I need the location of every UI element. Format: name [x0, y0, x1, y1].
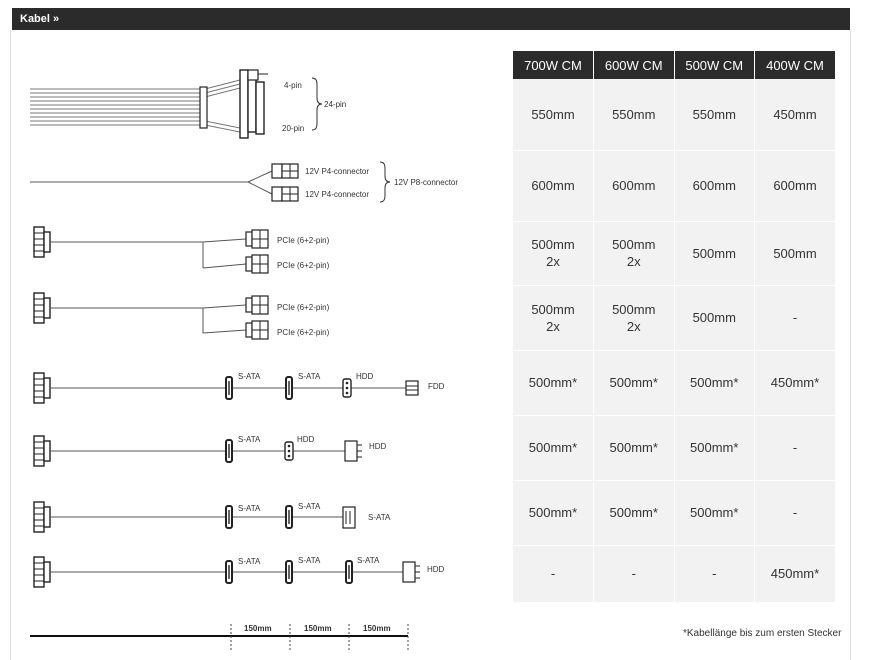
- table-cell: 500mm*: [593, 350, 675, 416]
- column-header-400w: 400W CM: [754, 51, 835, 79]
- table-cell: 450mm*: [754, 545, 835, 603]
- table-cell: 500mm*: [674, 415, 755, 481]
- table-cell: 500mm: [754, 221, 835, 286]
- table-cell: 500mm*: [593, 480, 675, 546]
- table-row: 500mm 2x 500mm 2x 500mm -: [513, 285, 835, 351]
- table-row: 500mm 2x 500mm 2x 500mm 500mm: [513, 221, 835, 286]
- row5-conn1-label: S-ATA: [238, 372, 261, 381]
- row8-conn3-label: S-ATA: [357, 556, 380, 565]
- table-cell: 500mm*: [513, 350, 594, 416]
- column-header-700w: 700W CM: [513, 51, 594, 79]
- table-cell: 600mm: [674, 150, 755, 222]
- eps-cable: [30, 161, 391, 203]
- peripheral-cable-1: [33, 372, 419, 404]
- row6-end-label: HDD: [369, 442, 387, 451]
- column-header-600w: 600W CM: [593, 51, 675, 79]
- table-cell: 500mm 2x: [593, 221, 675, 286]
- table-row: 500mm* 500mm* 500mm* -: [513, 415, 835, 481]
- atx-4pin-label: 4-pin: [284, 81, 302, 90]
- row8-end-label: HDD: [427, 565, 445, 574]
- row8-conn1-label: S-ATA: [238, 557, 261, 566]
- eps-p4-label-b: 12V P4-connector: [305, 190, 369, 199]
- pcie2-label-b: PCIe (6+2-pin): [277, 328, 330, 337]
- table-cell: -: [754, 480, 835, 546]
- table-cell: -: [754, 415, 835, 481]
- table-cell: -: [754, 285, 835, 351]
- atx-cable: [30, 69, 323, 139]
- table-cell: 500mm: [674, 285, 755, 351]
- cable-diagram: 4-pin 24-pin 20-pin 12V P4-connector 12V…: [30, 69, 458, 652]
- table-cell: 500mm 2x: [593, 285, 675, 351]
- table-cell: -: [674, 545, 755, 603]
- row6-conn1-label: S-ATA: [238, 435, 261, 444]
- eps-p8-label: 12V P8-connector: [394, 178, 458, 187]
- table-cell: 550mm: [513, 79, 594, 151]
- row7-end-label: S-ATA: [368, 513, 391, 522]
- pcie1-label-a: PCIe (6+2-pin): [277, 236, 330, 245]
- table-cell: 500mm*: [674, 350, 755, 416]
- table-cell: 500mm 2x: [513, 221, 594, 286]
- table-cell: 550mm: [674, 79, 755, 151]
- peripheral-cable-4: [33, 556, 420, 588]
- footnote: *Kabellänge bis zum ersten Stecker: [683, 628, 842, 639]
- section-title: Kabel »: [20, 13, 60, 25]
- pcie-cable-2: [33, 292, 269, 340]
- row5-conn2-label: S-ATA: [298, 372, 321, 381]
- table-cell: 500mm: [674, 221, 755, 286]
- table-cell: 600mm: [513, 150, 594, 222]
- atx-20pin-label: 20-pin: [282, 124, 304, 133]
- eps-p4-label-a: 12V P4-connector: [305, 167, 369, 176]
- table-cell: 600mm: [593, 150, 675, 222]
- table-cell: 500mm*: [513, 480, 594, 546]
- table-cell: 500mm 2x: [513, 285, 594, 351]
- table-cell: 450mm: [754, 79, 835, 151]
- table-row: 550mm 550mm 550mm 450mm: [513, 79, 835, 151]
- table-row: - - - 450mm*: [513, 545, 835, 603]
- frame-left-border: [10, 30, 11, 660]
- section-header: Kabel »: [12, 8, 850, 30]
- frame-right-border: [850, 30, 851, 660]
- table-cell: -: [593, 545, 675, 603]
- row7-conn2-label: S-ATA: [298, 502, 321, 511]
- scale-label-3: 150mm: [363, 624, 391, 633]
- cable-length-table: 700W CM 600W CM 500W CM 400W CM 550mm 55…: [513, 51, 835, 603]
- table-cell: -: [513, 545, 594, 603]
- scale-bar: [30, 624, 409, 652]
- peripheral-cable-2: [33, 435, 362, 467]
- column-header-500w: 500W CM: [674, 51, 755, 79]
- table-cell: 450mm*: [754, 350, 835, 416]
- table-cell: 550mm: [593, 79, 675, 151]
- scale-label-1: 150mm: [244, 624, 272, 633]
- pcie1-label-b: PCIe (6+2-pin): [277, 261, 330, 270]
- row8-conn2-label: S-ATA: [298, 556, 321, 565]
- table-row: 500mm* 500mm* 500mm* 450mm*: [513, 350, 835, 416]
- scale-label-2: 150mm: [304, 624, 332, 633]
- pcie-cable-1: [33, 226, 269, 274]
- table-header-row: 700W CM 600W CM 500W CM 400W CM: [513, 51, 835, 79]
- pcie2-label-a: PCIe (6+2-pin): [277, 303, 330, 312]
- table-row: 600mm 600mm 600mm 600mm: [513, 150, 835, 222]
- table-cell: 500mm*: [674, 480, 755, 546]
- atx-24pin-label: 24-pin: [324, 100, 346, 109]
- row7-conn1-label: S-ATA: [238, 504, 261, 513]
- table-cell: 500mm*: [593, 415, 675, 481]
- table-row: 500mm* 500mm* 500mm* -: [513, 480, 835, 546]
- row6-conn2-label: HDD: [297, 435, 315, 444]
- table-cell: 600mm: [754, 150, 835, 222]
- peripheral-cable-3: [33, 501, 356, 533]
- row5-conn3-label: HDD: [356, 372, 374, 381]
- table-cell: 500mm*: [513, 415, 594, 481]
- row5-end-label: FDD: [428, 382, 445, 391]
